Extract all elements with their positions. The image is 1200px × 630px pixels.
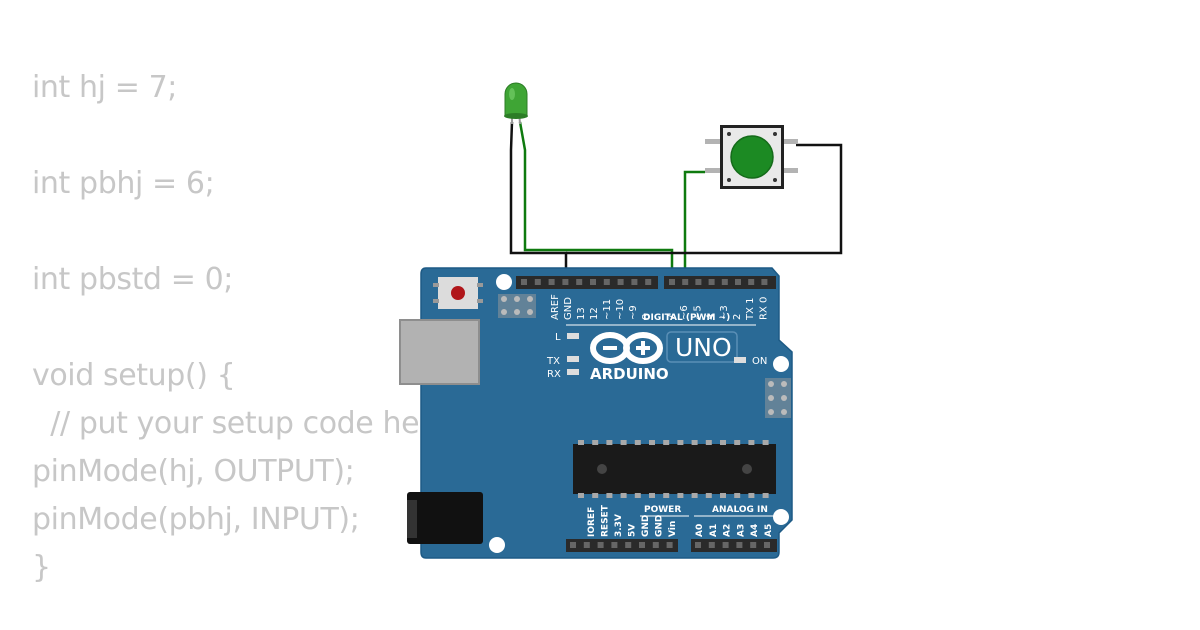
pin-label-top: ~5 — [692, 305, 703, 320]
pin-label-analog: A3 — [736, 524, 746, 537]
pin-label-power: 3.3V — [614, 514, 624, 537]
svg-text:RX: RX — [547, 369, 561, 380]
code-line: } — [32, 550, 51, 585]
pin-label-analog: A2 — [723, 524, 733, 537]
wires — [509, 121, 843, 283]
pin-label-power: 5V — [628, 524, 638, 537]
code-line: int pbstd = 0; — [32, 262, 233, 297]
pin-label-top: 7 — [666, 314, 677, 320]
wire-led-cathode-to-gnd[interactable] — [509, 121, 568, 282]
pin-label-top: AREF — [550, 294, 561, 320]
code-line: void setup() { — [32, 358, 236, 393]
pin-label-top: RX 0 — [758, 297, 769, 320]
svg-text:TX: TX — [546, 356, 560, 367]
pin-label-top: ~11 — [602, 299, 613, 320]
reset-button[interactable] — [433, 277, 483, 309]
brand-label: ARDUINO — [590, 365, 669, 383]
svg-text:L: L — [555, 332, 561, 343]
digital-label: DIGITAL (PWM ~) — [643, 313, 730, 323]
model-label: UNO — [675, 333, 732, 362]
code-editor: int hj = 7; int pbhj = 6; int pbstd = 0; vo… — [32, 64, 420, 592]
pin-label-power: IOREF — [587, 507, 597, 537]
pin-label-power: GND — [655, 515, 665, 537]
pin-label-top: ~10 — [615, 299, 626, 320]
icsp-header-2 — [765, 378, 791, 418]
wire-button-to-gnd[interactable] — [566, 143, 843, 255]
button-cap[interactable] — [731, 136, 773, 178]
code-line: int pbhj = 6; — [32, 166, 215, 201]
pin-label-top: 4 — [706, 314, 717, 320]
svg-text:ON: ON — [752, 356, 767, 367]
pin-label-top: ~6 — [679, 305, 690, 320]
led-tx-indicator: TX — [546, 356, 579, 367]
pin-label-top: 12 — [589, 307, 600, 320]
analog-label: ANALOG IN — [712, 505, 768, 515]
power-jack — [407, 492, 483, 544]
pin-label-top: 13 — [576, 307, 587, 320]
arduino-logo — [590, 332, 663, 364]
pin-label-top: GND — [563, 297, 574, 320]
pin-label-top: TX 1 — [745, 298, 756, 322]
pushbutton[interactable] — [705, 125, 798, 189]
icsp-header-1 — [498, 294, 536, 318]
code-line: int hj = 7; — [32, 70, 177, 105]
digital-header-right — [664, 276, 776, 289]
pin-label-power: GND — [641, 515, 651, 537]
code-line: pinMode(pbhj, INPUT); — [32, 502, 360, 537]
pin-label-power: RESET — [601, 504, 611, 537]
usb-port — [399, 319, 480, 385]
led-on-indicator: ON — [734, 356, 767, 367]
power-label: POWER — [644, 505, 681, 515]
code-line: // put your setup code he — [32, 406, 420, 441]
power-header — [566, 539, 678, 552]
wire-led-anode-to-pin7[interactable] — [518, 121, 674, 282]
pin-label-top: ~3 — [719, 305, 730, 320]
green-led[interactable] — [504, 82, 528, 125]
pin-label-top: 8 — [641, 314, 652, 320]
pin-label-analog: A5 — [764, 524, 774, 537]
pin-label-top: ~9 — [628, 305, 639, 320]
pin-label-analog: A4 — [750, 524, 760, 537]
pin-label-top: 2 — [732, 314, 743, 320]
pin-label-power: Vin — [668, 521, 678, 537]
code-line: pinMode(hj, OUTPUT); — [32, 454, 355, 489]
pin-label-analog: A0 — [695, 524, 705, 537]
wire-button-to-pin6[interactable] — [683, 170, 705, 283]
led-l-indicator: L — [555, 332, 579, 343]
pin-label-analog: A1 — [709, 524, 719, 537]
atmega-chip — [573, 440, 776, 498]
led-rx-indicator: RX — [547, 369, 579, 380]
